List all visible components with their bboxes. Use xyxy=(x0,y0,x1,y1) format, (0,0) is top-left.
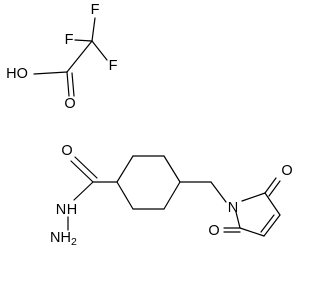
bond-c5-n xyxy=(235,211,241,229)
bond-carbonyl-nh xyxy=(73,181,94,201)
atom-n-hydrazide: N xyxy=(56,202,66,218)
bond-carboxyl-o-double-b xyxy=(71,72,75,97)
bond-cf3-f-top xyxy=(91,17,96,42)
atom-o-imide-bottom: O xyxy=(208,223,219,239)
atom-o-carboxyl: O xyxy=(64,96,75,112)
bond-c3-c4 xyxy=(263,214,281,237)
bond-cf3-f-right xyxy=(91,40,108,61)
bond-ring-1 xyxy=(116,155,134,183)
bond-ch2-n xyxy=(210,181,227,203)
bond-c2-o-double-b xyxy=(268,180,281,197)
trifluoroacetic-acid: F F F HO O xyxy=(6,2,117,112)
bond-cf3-f-left xyxy=(74,39,93,42)
bond-cf3-carboxyl xyxy=(66,40,93,73)
bond-co-double-a xyxy=(70,160,94,183)
bond-co-double-b xyxy=(74,156,98,179)
atom-f-right: F xyxy=(109,58,118,74)
bond-ring-4 xyxy=(163,181,181,210)
bond-carboxyl-oh xyxy=(33,71,68,75)
bond-c4-c5 xyxy=(239,227,265,237)
atom-o-imide-top: O xyxy=(281,163,292,179)
atom-nh2: NH2 xyxy=(50,230,77,248)
atom-n-imide: N xyxy=(228,200,238,216)
bond-c2-c3 xyxy=(264,192,281,216)
bond-ring-6 xyxy=(116,181,134,210)
bond-n-c2 xyxy=(241,192,266,202)
maleimidomethyl-cyclohexane-carbohydrazide: O N H NH2 N O O xyxy=(50,143,293,248)
bond-ring-3 xyxy=(163,155,181,183)
bond-c3-c4-inner xyxy=(260,214,275,233)
atom-o-amide: O xyxy=(61,143,72,159)
atom-h-hydrazide: H xyxy=(67,202,77,218)
atom-ho: HO xyxy=(6,66,28,82)
atom-f-left: F xyxy=(65,32,74,48)
atom-f-top: F xyxy=(91,2,100,18)
bond-carboxyl-o-double-a xyxy=(66,71,70,97)
bond-c2-o-double-a xyxy=(264,177,277,194)
